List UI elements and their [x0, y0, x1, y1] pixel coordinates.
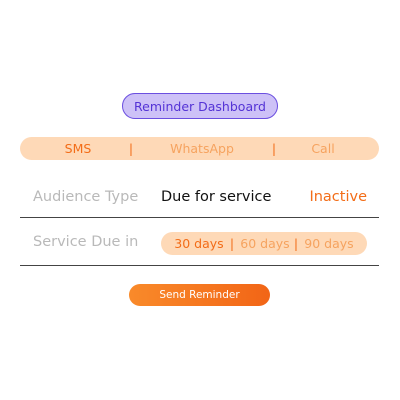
channel-selector: SMS | WhatsApp | Call	[20, 137, 379, 160]
audience-type-label: Audience Type	[33, 189, 139, 205]
audience-type-value: Due for service	[161, 189, 272, 205]
row-divider	[20, 265, 379, 266]
due-option-60-days[interactable]: 60 days	[240, 236, 290, 251]
channel-separator: |	[271, 141, 277, 156]
channel-tab-whatsapp[interactable]: WhatsApp	[170, 141, 234, 156]
dashboard-title: Reminder Dashboard	[122, 93, 278, 119]
due-separator: |	[229, 236, 235, 251]
service-due-label: Service Due in	[33, 234, 139, 250]
due-option-90-days[interactable]: 90 days	[304, 236, 354, 251]
channel-tab-sms[interactable]: SMS	[64, 141, 92, 156]
row-divider	[20, 217, 379, 218]
service-due-selector: 30 days | 60 days | 90 days	[161, 232, 367, 255]
send-reminder-button[interactable]: Send Reminder	[129, 284, 270, 306]
channel-tab-call[interactable]: Call	[311, 141, 335, 156]
due-option-30-days[interactable]: 30 days	[174, 236, 224, 251]
channel-separator: |	[128, 141, 134, 156]
audience-status[interactable]: Inactive	[309, 189, 367, 205]
due-separator: |	[293, 236, 299, 251]
